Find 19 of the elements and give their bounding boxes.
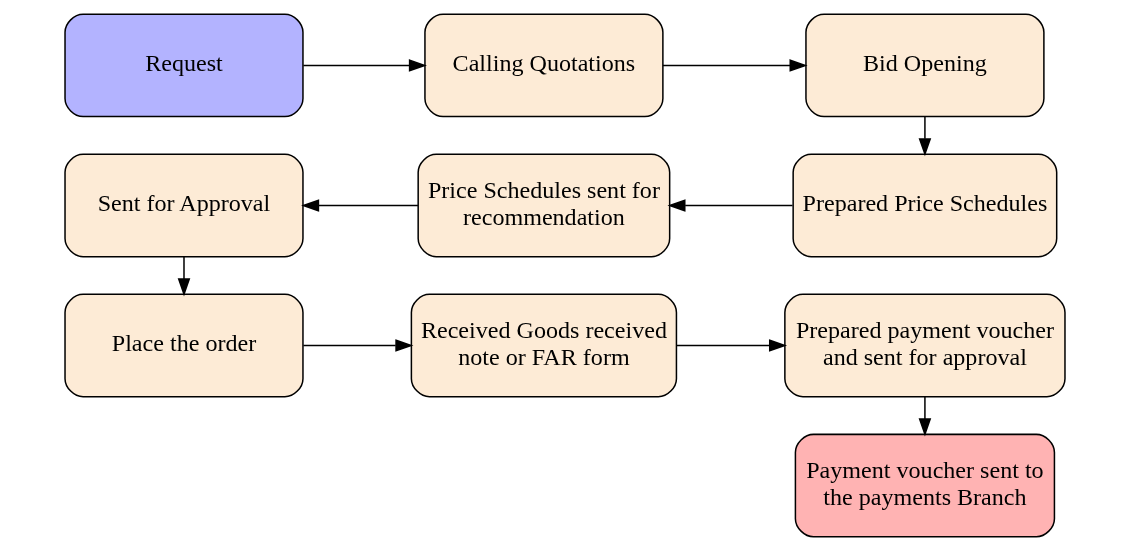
node-box: Prepared Price Schedules — [791, 153, 1057, 258]
node-box: Received Goods received note or FAR form — [410, 293, 677, 398]
arrow — [661, 59, 808, 72]
arrow — [177, 255, 190, 297]
node-box: Payment voucher sent to the payments Branch — [794, 433, 1055, 538]
arrow — [918, 396, 931, 437]
node-box: Sent for Approval — [63, 153, 304, 258]
node-box: Place the order — [63, 293, 304, 398]
node-box: Calling Quotations — [423, 13, 664, 118]
arrow — [675, 339, 787, 352]
arrow — [300, 199, 419, 212]
node-box: Bid Opening — [804, 13, 1045, 118]
arrow — [918, 115, 931, 157]
node-box: Prepared payment voucher and sent for approval — [783, 293, 1066, 398]
arrow — [666, 199, 793, 212]
arrow — [302, 59, 427, 72]
arrow — [302, 339, 413, 352]
node-box: Price Schedules sent for recommendation — [416, 153, 670, 258]
node-box: Request — [63, 13, 304, 118]
